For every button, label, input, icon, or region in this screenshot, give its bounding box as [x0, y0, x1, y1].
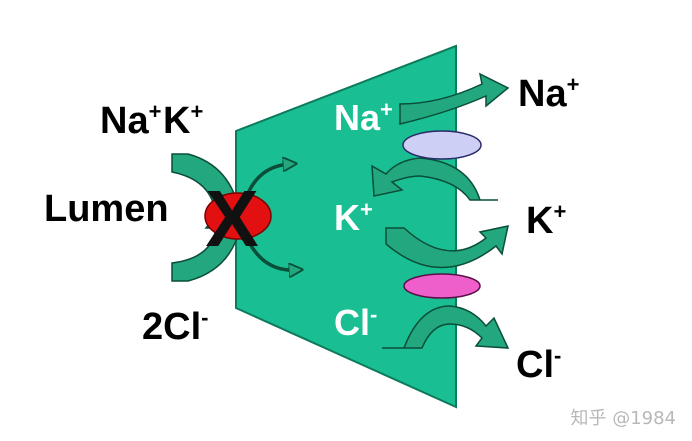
label-lumen-k: K+	[163, 99, 203, 142]
watermark: 知乎 @1984	[570, 408, 676, 429]
label-out-na: Na+	[518, 72, 579, 115]
label-cell-cl: Cl-	[334, 302, 377, 343]
pump-na-efflux-arrow	[399, 72, 510, 125]
cl-efflux-arrow	[382, 305, 510, 349]
label-cell-na: Na+	[334, 97, 393, 138]
label-cell-k: K+	[334, 197, 373, 238]
k-cl-cotransporter	[403, 273, 481, 299]
cell-entry-arrow-upper	[244, 164, 290, 199]
pump-k-influx-arrow	[371, 157, 498, 201]
label-out-k: K+	[526, 199, 566, 242]
label-lumen: Lumen	[44, 188, 169, 230]
k-efflux-arrow	[385, 225, 509, 269]
nkcc-cotransporter	[204, 192, 272, 240]
epithelial-cell	[235, 44, 457, 409]
block-mark: X	[205, 174, 258, 263]
label-out-cl: Cl-	[516, 343, 561, 386]
label-lumen-2cl: 2Cl-	[142, 305, 208, 348]
na-k-atpase-pump	[402, 130, 482, 160]
label-lumen-na: Na+	[100, 99, 161, 142]
cell-entry-arrow-lower	[244, 235, 296, 270]
